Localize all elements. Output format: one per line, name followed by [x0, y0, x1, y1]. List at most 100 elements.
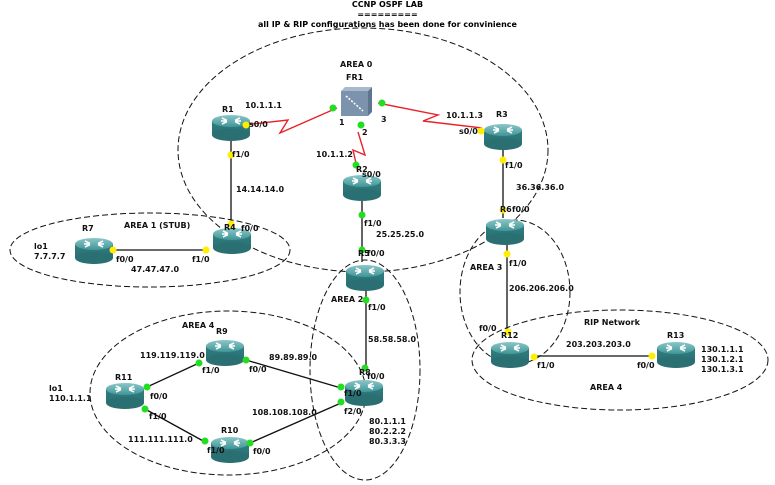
r2-f1-0-label: f1/0 [364, 219, 382, 228]
r11-loopback-name: lo1 [49, 384, 63, 393]
router-r9[interactable] [205, 339, 245, 367]
network-108: 108.108.108.0 [252, 408, 317, 417]
r9-f1-0-label: f1/0 [202, 366, 220, 375]
r10-name: R10 [221, 426, 239, 435]
r5-f0-0-label: f0/0 [367, 249, 385, 258]
r8-f2-0-label: f2/0 [344, 407, 362, 416]
r11-f1-0-label: f1/0 [149, 412, 167, 421]
router-r3[interactable] [483, 123, 523, 151]
r1-serial-ip: 10.1.1.1 [245, 101, 282, 110]
r4-name: R4 [224, 223, 236, 232]
r7-name: R7 [82, 224, 94, 233]
r2-serial-ip: 10.1.1.2 [316, 150, 353, 159]
r12-f0-0-label: f0/0 [479, 324, 497, 333]
router-r5[interactable] [345, 264, 385, 292]
area1-label: AREA 1 (STUB) [124, 221, 190, 230]
port-dot [109, 246, 117, 254]
link-r9-r8 [245, 359, 342, 389]
rip-area4-boundary [471, 309, 769, 411]
fr1-port-2: 2 [362, 128, 368, 137]
r9-name: R9 [216, 327, 228, 336]
port-dot [141, 405, 149, 413]
network-47: 47.47.47.0 [131, 265, 180, 274]
router-r6[interactable] [485, 218, 525, 246]
serial-link-r1-fr1 [242, 107, 338, 135]
network-58: 58.58.58.0 [368, 335, 417, 344]
port-dot [362, 296, 370, 304]
link-r11-r10 [144, 408, 206, 443]
network-89: 89.89.89.0 [269, 353, 318, 362]
link-r10-r8 [249, 402, 342, 444]
diagram-title: CCNP OSPF LAB [351, 0, 424, 9]
fr1-port-1: 1 [339, 118, 345, 127]
port-dot [357, 121, 365, 129]
r11-loopback-ip: 110.1.1.1 [49, 394, 92, 403]
router-r11[interactable] [105, 382, 145, 410]
port-dot [378, 99, 386, 107]
router-r13[interactable] [656, 341, 696, 369]
area4-right-label: AREA 4 [590, 383, 623, 392]
port-dot [503, 250, 511, 258]
area0-label: AREA 0 [340, 60, 373, 69]
port-dot [499, 206, 507, 214]
r3-s0-0-label: s0/0 [459, 127, 478, 136]
network-36: 36.36.36.0 [516, 183, 565, 192]
network-206: 206.206.206.0 [509, 284, 574, 293]
switch-glyph-icon [345, 95, 364, 112]
r1-s0-0-label: s0/0 [249, 120, 268, 129]
port-dot [227, 151, 235, 159]
r7-loopback-name: lo1 [34, 242, 48, 251]
r6-name: R6 [500, 205, 512, 214]
r11-f0-0-label: f0/0 [150, 392, 168, 401]
serial-link-r2-fr1 [352, 131, 367, 173]
r3-name: R3 [496, 110, 508, 119]
network-119: 119.119.119.0 [140, 351, 205, 360]
router-r7[interactable] [74, 237, 114, 265]
title-underline: ========= [357, 10, 418, 19]
area2-label: AREA 2 [331, 295, 363, 304]
r8-name: R8 [359, 368, 371, 377]
r13-loopback-2: 130.1.2.1 [701, 355, 744, 364]
port-dot [143, 383, 151, 391]
r12-f1-0-label: f1/0 [537, 361, 555, 370]
r5-f1-0-label: f1/0 [368, 303, 386, 312]
port-dot [337, 398, 345, 406]
area1-boundary [9, 212, 291, 288]
port-dot [648, 352, 656, 360]
area3-label: AREA 3 [470, 263, 502, 272]
r2-name: R2 [356, 165, 368, 174]
area4-left-label: AREA 4 [182, 321, 215, 330]
router-r12[interactable] [490, 341, 530, 369]
rip-network-label: RIP Network [584, 318, 641, 327]
port-dot [201, 437, 209, 445]
port-dot [246, 439, 254, 447]
r3-f1-0-label: f1/0 [505, 161, 523, 170]
r8-f0-0-label: f0/0 [367, 372, 385, 381]
r1-f1-0-label: f1/0 [232, 150, 250, 159]
link-r11-r9 [146, 362, 200, 388]
network-14: 14.14.14.0 [236, 185, 285, 194]
port-dot [361, 364, 369, 372]
r11-name: R11 [115, 373, 133, 382]
port-dot [242, 356, 250, 364]
port-dot [329, 104, 337, 112]
r4-f1-0-label: f1/0 [192, 255, 210, 264]
diagram-subtitle: all IP & RIP configurations has been don… [258, 20, 517, 29]
r10-f0-0-label: f0/0 [253, 447, 271, 456]
r2-s0-0-label: s0/0 [362, 170, 381, 179]
r8-loopback-2: 80.2.2.2 [369, 427, 406, 436]
r6-f0-0-label: f0/0 [512, 205, 530, 214]
port-dot [352, 161, 360, 169]
port-dot [227, 220, 235, 228]
r3-serial-ip: 10.1.1.3 [446, 111, 483, 120]
diagram-header: CCNP OSPF LAB ========= all IP & RIP con… [0, 0, 775, 30]
r7-f0-0-label: f0/0 [116, 255, 134, 264]
fr1-name: FR1 [346, 73, 364, 82]
port-dot [202, 246, 210, 254]
r8-loopback-1: 80.1.1.1 [369, 417, 406, 426]
fr1-port-3: 3 [381, 115, 387, 124]
fr1-switch[interactable] [341, 87, 372, 116]
r1-name: R1 [222, 105, 234, 114]
area2-boundary [309, 259, 421, 481]
